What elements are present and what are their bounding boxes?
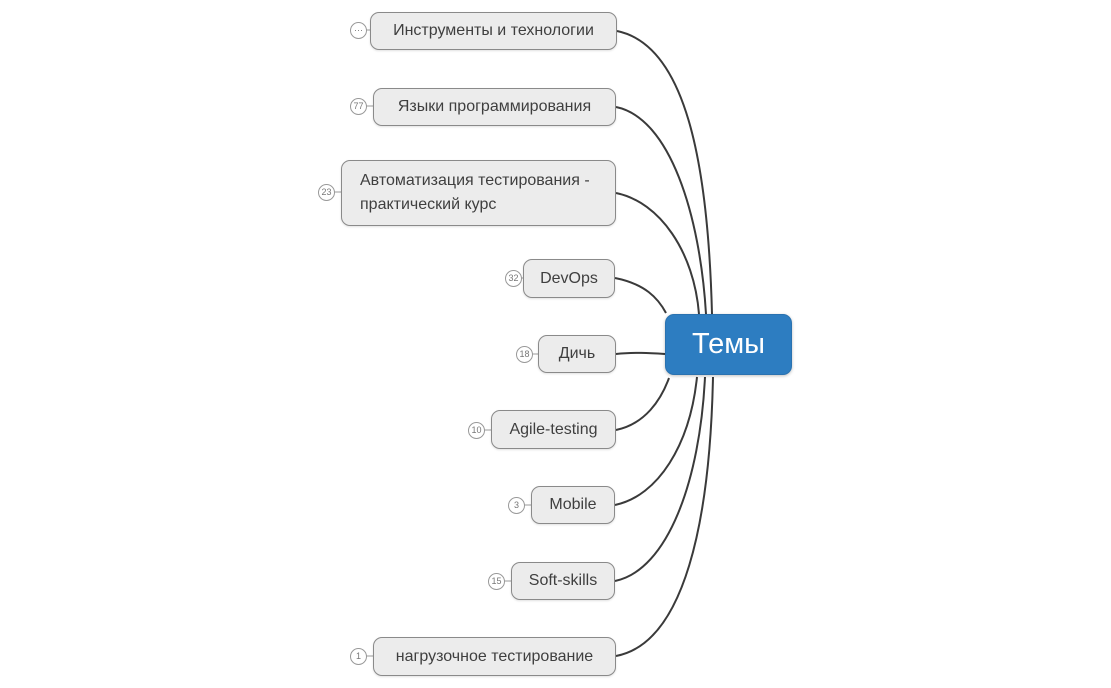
topic-node-load-testing[interactable]: нагрузочное тестирование	[373, 637, 616, 676]
topic-node-label: Mobile	[549, 496, 597, 513]
badge-dich[interactable]: 18	[516, 346, 533, 363]
root-node-topics[interactable]: Темы	[665, 314, 792, 375]
root-node-label: Темы	[692, 328, 765, 360]
topic-node-label: Дичь	[558, 345, 596, 362]
topic-node-label: Soft-skills	[528, 572, 598, 589]
connector-tools	[616, 30, 713, 315]
topic-node-label: Автоматизация тестирования - практически…	[360, 172, 590, 213]
connector-dich	[615, 351, 666, 355]
badge-automation[interactable]: 23	[318, 184, 335, 201]
topic-node-tools[interactable]: Инструменты и технологии	[370, 12, 617, 50]
topic-node-label: нагрузочное тестирование	[395, 647, 594, 665]
connector-languages	[615, 106, 707, 315]
connector-agile	[615, 377, 670, 431]
badge-load-testing[interactable]: 1	[350, 648, 367, 665]
topic-node-label: Языки программирования	[397, 98, 592, 115]
badge-devops[interactable]: 32	[505, 270, 522, 287]
badge-tools[interactable]: ···	[350, 22, 367, 39]
topic-node-devops[interactable]: DevOps	[523, 259, 615, 298]
badge-agile-testing[interactable]: 10	[468, 422, 485, 439]
topic-node-soft-skills[interactable]: Soft-skills	[511, 562, 615, 600]
connector-load	[615, 376, 714, 657]
topic-node-mobile[interactable]: Mobile	[531, 486, 615, 524]
topic-node-agile-testing[interactable]: Agile-testing	[491, 410, 616, 449]
connector-softskills	[614, 376, 706, 582]
connector-automation	[615, 192, 700, 315]
connector-devops	[614, 277, 667, 314]
topic-node-label: Agile-testing	[509, 420, 598, 438]
badge-mobile[interactable]: 3	[508, 497, 525, 514]
topic-node-label: Инструменты и технологии	[393, 22, 594, 39]
topic-node-languages[interactable]: Языки программирования	[373, 88, 616, 126]
topic-node-label: DevOps	[540, 269, 598, 287]
connector-mobile	[614, 376, 698, 506]
connectors	[614, 30, 714, 657]
topic-node-dich[interactable]: Дичь	[538, 335, 616, 373]
badge-languages[interactable]: 77	[350, 98, 367, 115]
badge-soft-skills[interactable]: 15	[488, 573, 505, 590]
topic-node-automation[interactable]: Автоматизация тестирования - практически…	[341, 160, 616, 226]
